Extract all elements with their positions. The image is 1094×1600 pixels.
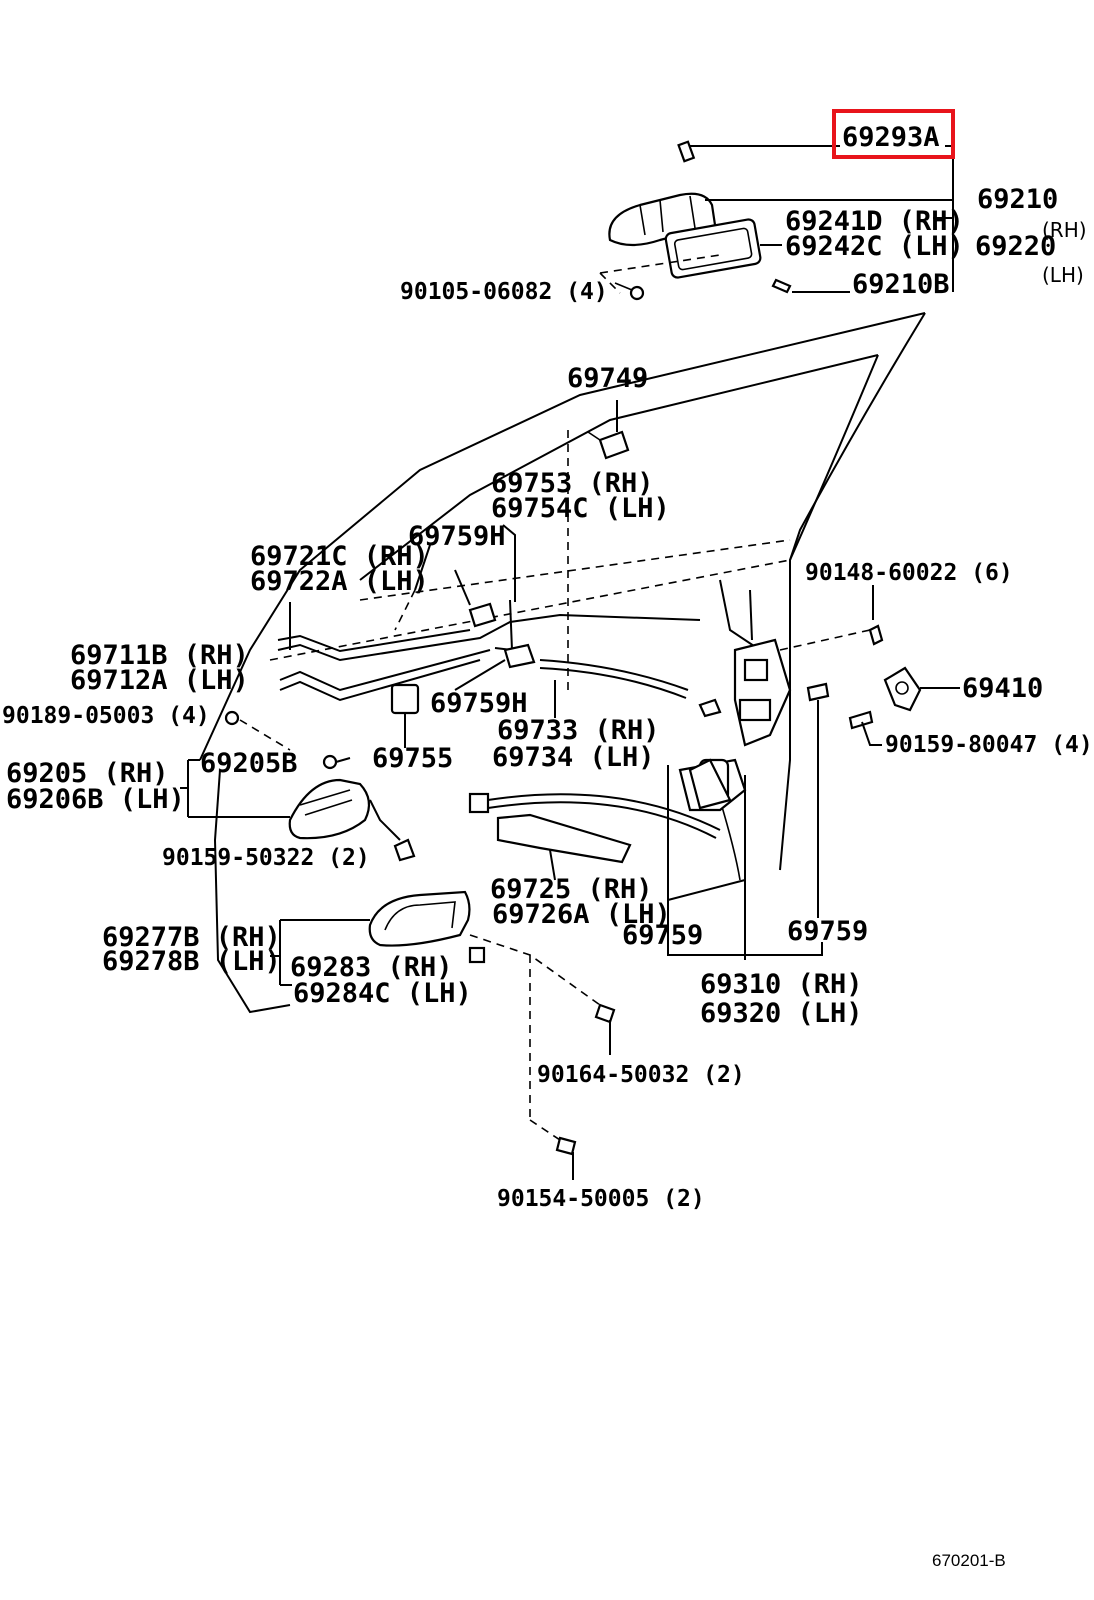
- label-69749: 69749: [567, 363, 648, 394]
- bezel-69277b: [368, 890, 486, 964]
- label-69220: 69220: [975, 231, 1056, 262]
- label-69733: 69733 (RH): [497, 715, 660, 746]
- part-69755: [390, 683, 420, 715]
- clip-69749: [587, 430, 630, 460]
- label-69755: 69755: [372, 743, 453, 774]
- label-69242c: 69242C (LH): [785, 231, 964, 262]
- diagram-reference-code: 670201-B: [932, 1551, 1006, 1570]
- label-69759-left: 69759: [622, 920, 703, 951]
- label-69759h-mid: 69759H: [430, 688, 528, 719]
- label-90148: 90148-60022 (6): [805, 560, 1013, 586]
- label-69284c: 69284C (LH): [293, 978, 472, 1009]
- label-69278b: 69278B (LH): [102, 946, 281, 977]
- label-69277b: 69277B (RH): [102, 922, 281, 953]
- label-69241d: 69241D (RH): [785, 206, 964, 237]
- label-90105: 90105-06082 (4): [400, 279, 608, 305]
- striker-69410: [883, 666, 922, 712]
- door-frame: [199, 312, 926, 881]
- label-90159-80047: 90159-80047 (4): [885, 732, 1093, 758]
- label-69725: 69725 (RH): [490, 874, 653, 905]
- clips-69759h: [454, 524, 536, 669]
- label-69722a: 69722A (LH): [250, 566, 429, 597]
- highlight-box: [832, 109, 955, 159]
- label-note-lh: (LH): [1042, 263, 1084, 287]
- label-69293a: 69293A: [842, 122, 940, 153]
- label-69726a: 69726A (LH): [492, 899, 671, 930]
- label-90189: 90189-05003 (4): [2, 703, 210, 729]
- label-69753: 69753 (RH): [491, 468, 654, 499]
- label-69759-right: 69759: [787, 916, 868, 947]
- label-69205: 69205 (RH): [6, 758, 169, 789]
- inside-handle-69205: [288, 778, 371, 840]
- label-69759h-top: 69759H: [408, 521, 506, 552]
- label-69205b: 69205B: [200, 748, 298, 779]
- label-69310: 69310 (RH): [700, 969, 863, 1000]
- rods: [277, 579, 761, 839]
- label-69734: 69734 (LH): [492, 742, 655, 773]
- cover-69725: [468, 792, 632, 864]
- label-69711b: 69711B (RH): [70, 640, 249, 671]
- label-69320: 69320 (LH): [700, 998, 863, 1029]
- label-69721c: 69721C (RH): [250, 541, 429, 572]
- label-69754c: 69754C (LH): [491, 493, 670, 524]
- door-lock-assembly: [678, 638, 792, 812]
- outside-handle-assembly: [608, 140, 792, 301]
- label-90159-50322: 90159-50322 (2): [162, 845, 370, 871]
- label-90154: 90154-50005 (2): [497, 1186, 705, 1212]
- label-69712a: 69712A (LH): [70, 665, 249, 696]
- label-90164: 90164-50032 (2): [537, 1062, 745, 1088]
- label-69210: 69210: [977, 184, 1058, 215]
- label-69210b: 69210B: [852, 269, 950, 300]
- label-69283: 69283 (RH): [290, 952, 453, 983]
- label-69410: 69410: [962, 673, 1043, 704]
- label-69206b: 69206B (LH): [6, 784, 185, 815]
- label-note-rh: (RH): [1042, 218, 1087, 242]
